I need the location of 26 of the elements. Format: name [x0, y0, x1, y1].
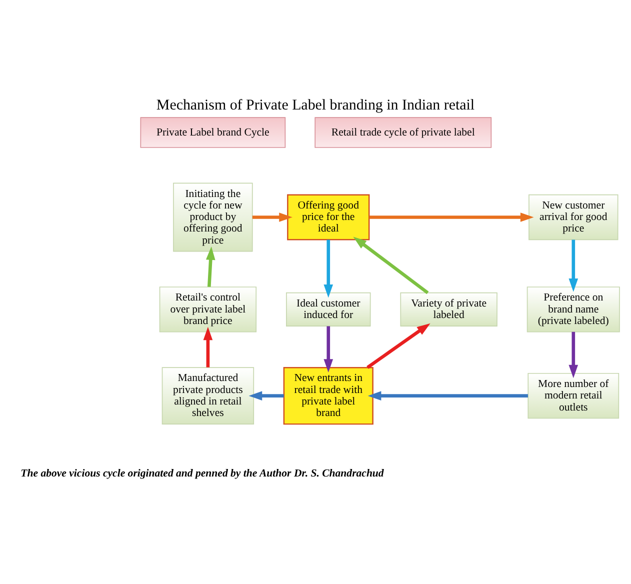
arrow — [368, 391, 528, 400]
node-box: Retail's control over private label brand price — [159, 286, 257, 332]
node-box: New entrants in retail trade with private label brand — [283, 366, 374, 425]
node-box: Offering good price for the ideal — [287, 194, 370, 240]
arrow — [324, 326, 334, 372]
arrow — [369, 212, 534, 222]
arrow — [203, 326, 213, 368]
node-box: Variety of private labeled — [400, 292, 498, 326]
arrow — [568, 240, 578, 292]
node-box: Manufactured private products aligned in retail shelves — [162, 367, 254, 424]
node-box: Preference on brand name (private labeled) — [526, 286, 620, 332]
node-box: Private Label brand Cycle — [140, 117, 286, 148]
node-box: Initiating the cycle for new product by offering good price — [173, 182, 253, 252]
node-box: Retail trade cycle of private label — [314, 117, 492, 148]
node-box: More number of modern retail outlets — [528, 372, 620, 419]
node-box: New customer arrival for good price — [528, 194, 618, 240]
arrow — [248, 391, 284, 400]
arrow — [568, 332, 578, 378]
arrow — [366, 323, 430, 369]
arrow — [353, 236, 429, 294]
arrow — [252, 212, 292, 222]
caption: The above vicious cycle originated and penned by the Author Dr. S. Chandrachud — [20, 468, 384, 480]
arrow — [206, 246, 216, 287]
diagram-title: Mechanism of Private Label branding in Indian retail — [156, 98, 475, 114]
node-box: Ideal customer induced for — [286, 292, 371, 326]
arrow — [324, 240, 334, 298]
